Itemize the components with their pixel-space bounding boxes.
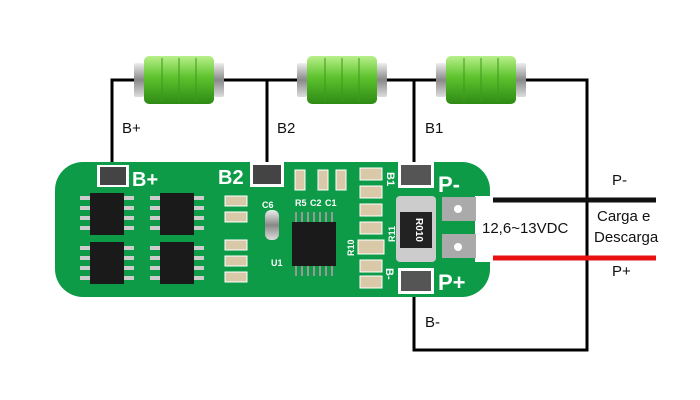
silk-b2: B2 — [218, 167, 244, 189]
pad-b2 — [253, 165, 281, 184]
bms-board: R010 B+ B2 P- P+ B1 B- R5 C2 C1 C6 U1 R1… — [55, 162, 493, 297]
label-p-minus: P- — [612, 172, 627, 189]
label-load-line1: Carga e — [597, 208, 651, 225]
label-b2: B2 — [277, 120, 296, 137]
silk-b-minus: B- — [383, 268, 395, 280]
silk-c1: C1 — [325, 198, 337, 208]
silk-r11: R11 — [387, 226, 397, 242]
main-wire — [110, 78, 589, 352]
silk-b-plus: B+ — [132, 169, 158, 191]
pad-b-plus — [100, 167, 126, 185]
pad-b1 — [401, 165, 431, 185]
silk-p-plus: P+ — [438, 270, 466, 295]
capacitor-c6 — [265, 210, 279, 240]
battery-icon — [296, 55, 388, 105]
silk-r5: R5 — [295, 198, 307, 208]
shunt-resistor — [400, 212, 432, 248]
silk-r10: R10 — [346, 239, 356, 256]
silk-c2: C2 — [310, 198, 322, 208]
label-voltage: 12,6~13VDC — [482, 220, 569, 237]
battery-icon — [435, 55, 527, 105]
silk-u1: U1 — [271, 258, 283, 268]
silk-p-minus: P- — [438, 172, 460, 197]
label-b-plus: B+ — [122, 120, 141, 137]
label-p-plus: P+ — [612, 263, 631, 280]
battery-icon — [134, 56, 224, 104]
label-load-line2: Descarga — [594, 229, 659, 246]
label-b-minus: B- — [425, 314, 440, 331]
controller-ic — [292, 222, 336, 266]
label-b1: B1 — [425, 120, 444, 137]
wiring — [110, 78, 589, 352]
silk-b1: B1 — [384, 172, 396, 186]
mosfets — [90, 193, 194, 284]
pad-b-minus — [401, 271, 431, 291]
battery-cells — [134, 55, 527, 105]
silk-c6: C6 — [262, 200, 274, 210]
shunt-label: R010 — [413, 218, 424, 242]
